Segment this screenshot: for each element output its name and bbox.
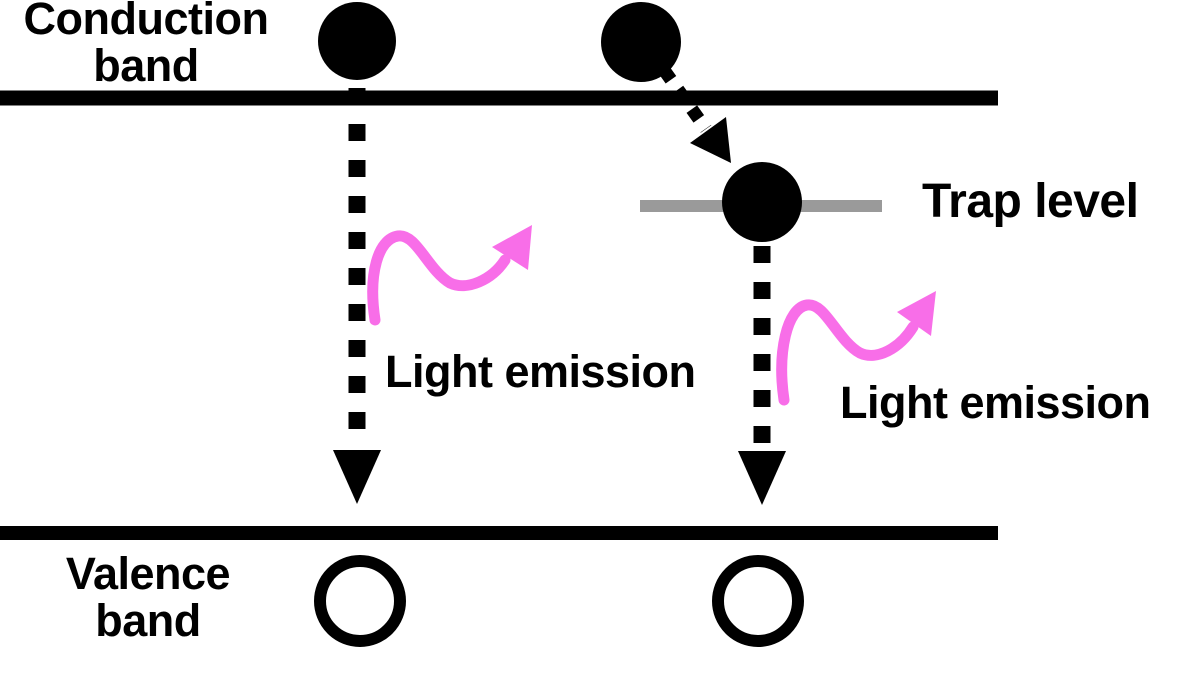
trap-level-label: Trap level [922,175,1139,228]
conduction-band-label-line2: band [93,40,199,91]
valence-band-label-line1: Valence [65,548,231,599]
recombination-arrow-left-head [333,450,381,504]
electron-icon-left [318,2,396,80]
electron-icon-right [601,2,681,82]
light-emission-label-right: Light emission [840,377,1151,428]
hole-icon-right [712,555,804,647]
photon-wave-icon-left [367,230,511,326]
photon-wave-icon-right [776,299,919,406]
photon-wave-left-head [492,225,532,270]
recombination-arrow-right-head [738,451,786,505]
hole-icon-left [314,555,406,647]
valence-band-label-line2: band [95,595,201,646]
valence-band-label: Valence band [12,550,284,644]
conduction-band-label-line1: Conduction [23,0,269,44]
electron-icon-trapped [722,162,802,242]
light-emission-label-left: Light emission [385,346,696,397]
conduction-band-label: Conduction band [10,0,282,89]
trapping-arrow-head [690,117,731,163]
photon-wave-right-head [897,291,936,336]
